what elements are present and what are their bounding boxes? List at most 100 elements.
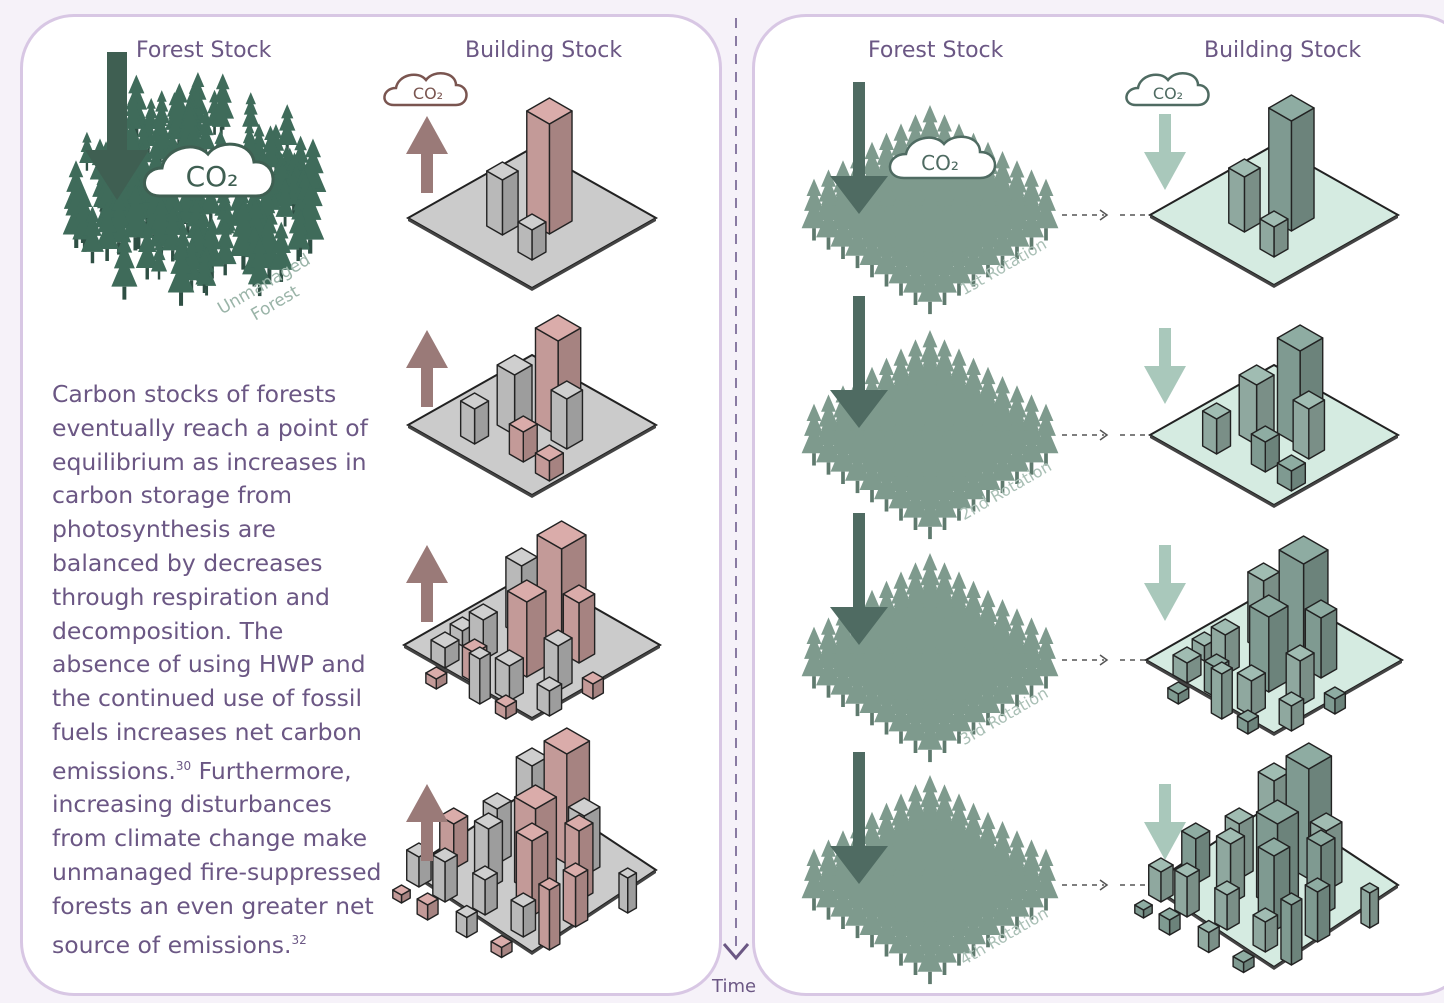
right-building-stack [1134, 94, 1405, 974]
building [432, 847, 458, 903]
building [1232, 949, 1255, 974]
building [534, 444, 565, 482]
building [1134, 899, 1153, 919]
building [486, 161, 519, 236]
building [562, 584, 596, 664]
managed-forest-2 [801, 330, 1059, 540]
building [1167, 681, 1190, 705]
left-city-2 [405, 314, 659, 498]
building [1292, 390, 1326, 460]
footnote-30: 30 [175, 758, 192, 773]
left-building-stack [392, 97, 663, 959]
building [538, 877, 561, 951]
building [416, 892, 439, 921]
storage-arrow-down [1144, 784, 1186, 860]
managed-forest-1 [801, 105, 1059, 315]
timeline-arrowhead [722, 943, 750, 961]
building [1323, 686, 1347, 715]
building [490, 934, 513, 959]
forest-to-building-connector [1062, 209, 1148, 221]
paragraph-text-cont: Furthermore, increasing disturbances fro… [52, 756, 382, 959]
building [472, 865, 498, 916]
forest-sequestration-arrow [830, 513, 888, 645]
paragraph-text: Carbon stocks of forests eventually reac… [52, 380, 368, 785]
forest-to-building-connector [1062, 429, 1148, 441]
right-city-4 [1134, 742, 1400, 974]
time-axis-label: Time [712, 976, 757, 997]
building [510, 892, 537, 938]
building [496, 354, 533, 436]
building [562, 862, 589, 928]
building [468, 646, 491, 705]
building [1236, 709, 1260, 735]
forest-sequestration-arrow [830, 296, 888, 428]
storage-arrow-down [1144, 545, 1186, 621]
right-building-heading: Building Stock [1204, 38, 1362, 63]
emission-arrow-up [406, 330, 448, 407]
building [526, 97, 573, 235]
building [430, 631, 460, 669]
right-building-co2-cloud: CO₂ [1125, 72, 1210, 107]
building [506, 579, 547, 678]
right-city-3 [1143, 535, 1405, 736]
footnote-32: 32 [291, 932, 307, 947]
building [1210, 661, 1233, 720]
left-city-3 [401, 520, 663, 721]
building [1197, 919, 1220, 954]
managed-forests [801, 82, 1148, 985]
svg-text:CO₂: CO₂ [1153, 84, 1183, 103]
storage-arrow-down [1144, 114, 1186, 190]
building [455, 904, 478, 939]
building [1250, 425, 1280, 473]
building [1158, 907, 1181, 936]
svg-text:CO₂: CO₂ [186, 160, 239, 193]
building [517, 213, 547, 261]
building [1280, 892, 1303, 966]
managed-forest-4 [801, 775, 1059, 985]
building [1259, 210, 1289, 258]
building [1174, 862, 1200, 918]
building [459, 392, 490, 445]
building [1214, 880, 1240, 931]
building [1304, 877, 1331, 943]
building [1172, 646, 1202, 684]
emission-arrow-up [406, 116, 448, 193]
svg-text:CO₂: CO₂ [921, 151, 959, 175]
right-forest-heading: Forest Stock [868, 38, 1004, 63]
forest-sequestration-arrow [830, 82, 888, 214]
managed-forest-3 [801, 553, 1059, 763]
left-forest-heading: Forest Stock [136, 38, 272, 63]
forest-to-building-connector [1062, 654, 1148, 666]
building [1252, 907, 1279, 953]
building [1268, 94, 1315, 232]
left-building-co2-cloud: CO₂ [383, 72, 468, 107]
building [1278, 691, 1305, 732]
building [1360, 882, 1380, 929]
unmanaged-forest-arrow [85, 52, 149, 200]
building [1148, 857, 1174, 903]
unmanaged-forest-co2-cloud: CO₂ [143, 142, 275, 198]
building [494, 649, 524, 702]
explanation-paragraph: Carbon stocks of forests eventually reac… [52, 378, 382, 962]
building [1228, 158, 1261, 233]
building [508, 415, 538, 463]
building [425, 666, 448, 690]
building [1236, 664, 1267, 717]
building [1201, 402, 1232, 455]
building [1304, 599, 1338, 679]
building [1276, 454, 1307, 492]
building [581, 671, 605, 700]
left-building-heading: Building Stock [465, 38, 623, 63]
building [494, 694, 518, 720]
svg-text:CO₂: CO₂ [413, 84, 443, 103]
building [392, 884, 411, 904]
forest-sequestration-arrow [830, 752, 888, 884]
right-city-1 [1147, 94, 1401, 288]
storage-arrow-down [1144, 328, 1186, 404]
emission-arrow-up [406, 545, 448, 622]
building [550, 380, 584, 450]
building [618, 867, 638, 914]
building [536, 676, 563, 717]
emission-arrow-up [406, 784, 448, 861]
